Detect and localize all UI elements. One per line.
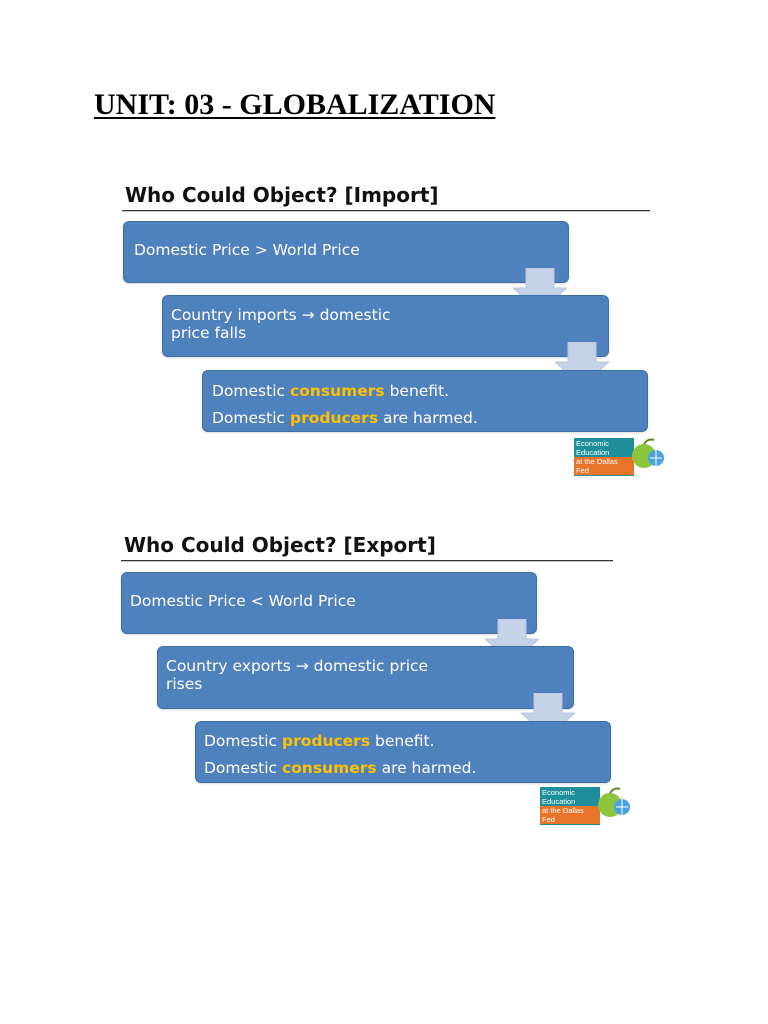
logo-line-1: Economic	[542, 788, 575, 797]
export-heading: Who Could Object? [Export]	[124, 533, 436, 557]
apple-globe-icon	[632, 438, 664, 468]
logo-line-2: Education	[576, 448, 610, 457]
export-step-3-line-2: Domestic consumers are harmed.	[204, 755, 602, 782]
import-highlight-producers: producers	[289, 409, 379, 427]
import-section: Who Could Object? [Import] Domestic Pric…	[0, 0, 768, 476]
export-step-1-text: Domestic Price < World Price	[130, 592, 356, 610]
import-step-3-box: Domestic consumers benefit. Domestic pro…	[202, 370, 648, 432]
logo-line-1: Economic	[576, 439, 609, 448]
export-step-3-line-2-post: are harmed.	[376, 759, 477, 777]
export-step-2-line-2: rises	[166, 675, 203, 693]
import-step-1-box: Domestic Price > World Price	[123, 221, 569, 283]
import-heading-rule	[122, 210, 650, 212]
logo-line-3: at the Dallas Fed	[574, 457, 634, 475]
apple-globe-icon	[598, 787, 630, 817]
export-heading-rule	[121, 560, 613, 562]
export-highlight-producers: producers	[281, 732, 371, 750]
export-step-2-box: Country exports → domestic price rises	[157, 646, 574, 709]
logo-line-2: Education	[542, 797, 576, 806]
import-step-3-line-1-pre: Domestic	[212, 382, 290, 400]
export-step-3-box: Domestic producers benefit. Domestic con…	[195, 721, 611, 783]
import-heading: Who Could Object? [Import]	[125, 183, 439, 207]
export-step-3-line-1: Domestic producers benefit.	[204, 728, 602, 755]
export-highlight-consumers: consumers	[281, 759, 377, 777]
logo-line-3: at the Dallas Fed	[540, 806, 600, 824]
import-step-3-line-1: Domestic consumers benefit.	[212, 378, 638, 405]
export-section: Who Could Object? [Export] Domestic Pric…	[0, 0, 768, 825]
export-step-2-line-1: Country exports → domestic price	[166, 657, 429, 675]
import-step-3-line-2: Domestic producers are harmed.	[212, 405, 638, 432]
import-highlight-consumers: consumers	[289, 382, 385, 400]
export-step-3-line-1-post: benefit.	[370, 732, 435, 750]
import-step-3-line-2-post: are harmed.	[378, 409, 478, 427]
import-step-1-text: Domestic Price > World Price	[134, 241, 360, 259]
import-dallas-fed-logo: Economic Education at the Dallas Fed	[572, 437, 664, 476]
page-title: UNIT: 03 - GLOBALIZATION	[94, 88, 496, 121]
import-step-2-line-1: Country imports → domestic	[171, 306, 391, 324]
export-step-1-box: Domestic Price < World Price	[121, 572, 537, 634]
export-dallas-fed-logo: Economic Education at the Dallas Fed	[538, 786, 630, 825]
import-step-3-line-1-post: benefit.	[384, 382, 450, 400]
export-step-3-line-2-pre: Domestic	[204, 759, 282, 777]
import-step-2-line-2: price falls	[171, 324, 247, 342]
export-step-3-line-1-pre: Domestic	[204, 732, 282, 750]
import-step-2-box: Country imports → domestic price falls	[162, 295, 609, 357]
import-step-3-line-2-pre: Domestic	[212, 409, 290, 427]
